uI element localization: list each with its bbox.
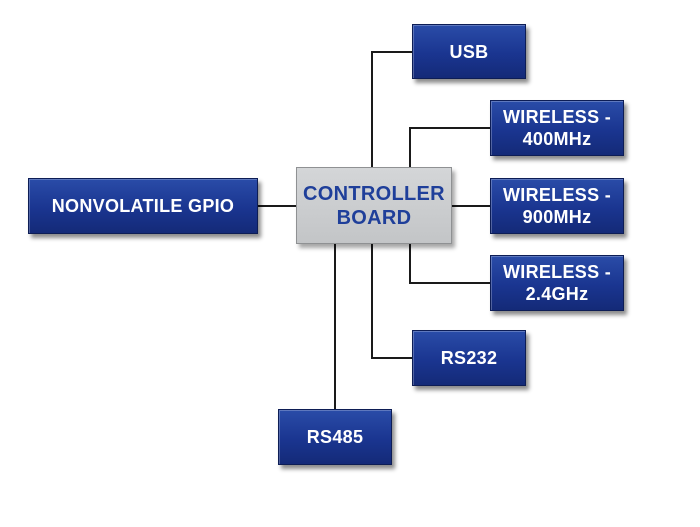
rs485-label: RS485 [306, 427, 364, 447]
wireless-2-4ghz-box: WIRELESS - 2.4GHz [490, 255, 624, 311]
line-usb [371, 51, 412, 167]
usb-box: USB [412, 24, 526, 79]
wireless-2-4ghz-label: WIRELESS - 2.4GHz [502, 262, 611, 304]
line-wireless-24 [409, 244, 490, 284]
usb-label: USB [449, 41, 489, 62]
rs232-box: RS232 [412, 330, 526, 386]
wireless-400mhz-box: WIRELESS - 400MHz [490, 100, 624, 156]
line-rs232 [371, 244, 412, 359]
wireless-900mhz-label: WIRELESS - 900MHz [502, 185, 611, 227]
nonvolatile-gpio-label: NONVOLATILE GPIO [51, 196, 235, 216]
controller-board-box: CONTROLLER BOARD [296, 167, 452, 244]
nonvolatile-gpio-box: NONVOLATILE GPIO [28, 178, 258, 234]
controller-board-label: CONTROLLER BOARD [303, 182, 445, 229]
line-wireless-400 [409, 127, 490, 167]
wireless-400mhz-label: WIRELESS - 400MHz [502, 107, 611, 149]
rs232-label: RS232 [440, 348, 498, 368]
rs485-box: RS485 [278, 409, 392, 465]
wireless-900mhz-box: WIRELESS - 900MHz [490, 178, 624, 234]
